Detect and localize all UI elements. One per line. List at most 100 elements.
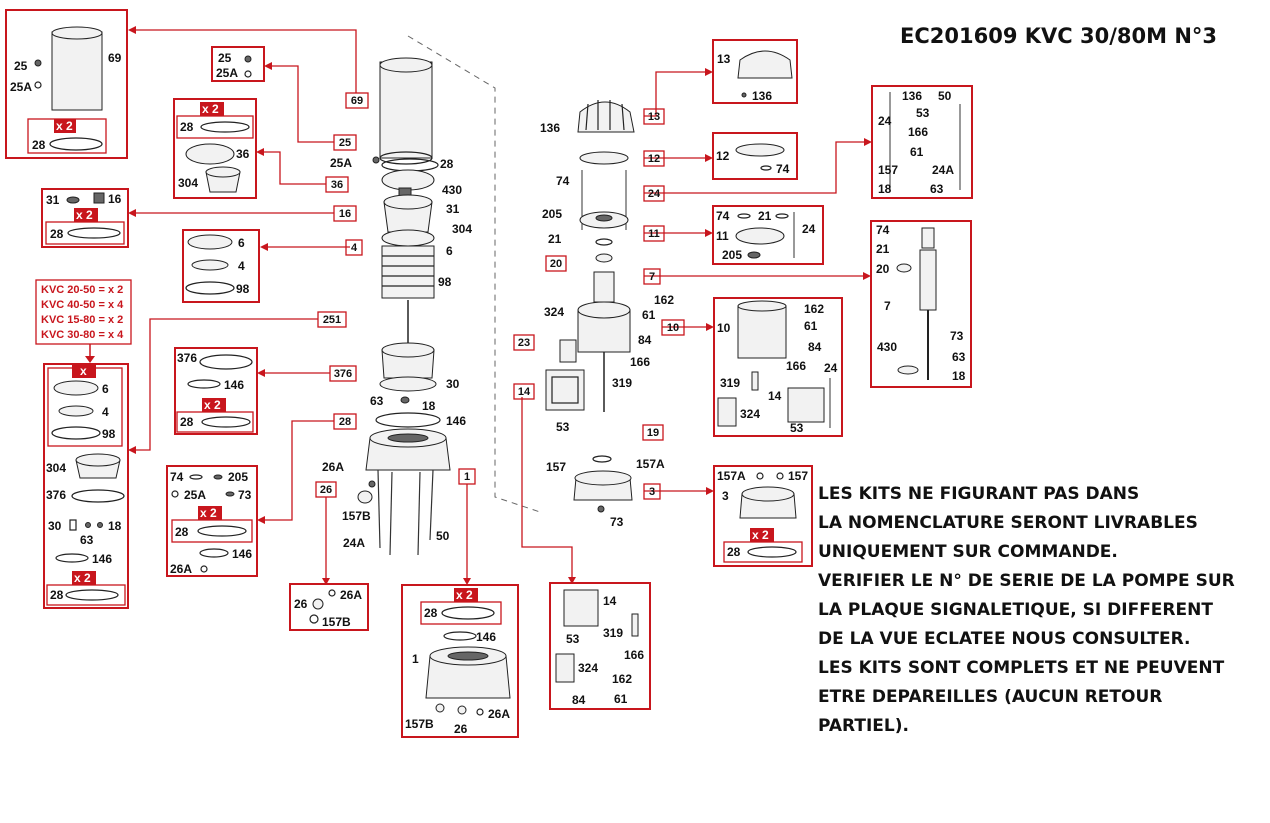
svg-text:157A: 157A: [717, 469, 746, 483]
svg-text:x 2: x 2: [56, 119, 73, 133]
svg-text:26: 26: [320, 484, 332, 496]
svg-text:30: 30: [446, 377, 460, 391]
svg-text:11: 11: [716, 229, 729, 243]
arrow-heads: [128, 26, 872, 585]
note-line: LES KITS SONT COMPLETS ET NE PEUVENT: [818, 658, 1225, 678]
svg-text:28: 28: [32, 138, 46, 152]
svg-text:31: 31: [446, 202, 460, 216]
svg-text:x 2: x 2: [752, 528, 769, 542]
svg-text:24: 24: [878, 114, 892, 128]
kit-box-4: 6 4 98: [182, 229, 260, 303]
svg-text:6: 6: [102, 382, 109, 396]
svg-text:26: 26: [454, 722, 468, 736]
svg-text:1: 1: [412, 652, 419, 666]
svg-text:73: 73: [950, 329, 964, 343]
svg-text:205: 205: [228, 470, 248, 484]
svg-text:23: 23: [518, 337, 530, 349]
kit-box-25: 25 25A: [211, 46, 265, 82]
svg-text:26A: 26A: [322, 460, 344, 474]
kit-box-26: 26 26A 157B: [289, 583, 369, 631]
svg-text:x 2: x 2: [200, 506, 217, 520]
svg-text:84: 84: [638, 333, 652, 347]
kit-box-14: 14 53 319 166 324 162 84 61: [549, 582, 651, 710]
svg-text:x 2: x 2: [456, 588, 473, 602]
svg-text:324: 324: [578, 661, 598, 675]
svg-text:4: 4: [351, 242, 358, 254]
svg-text:26A: 26A: [488, 707, 510, 721]
svg-text:25A: 25A: [330, 156, 352, 170]
svg-text:28: 28: [727, 545, 741, 559]
svg-text:x 2: x 2: [74, 571, 91, 585]
svg-text:98: 98: [236, 282, 250, 296]
svg-text:18: 18: [108, 519, 122, 533]
svg-text:10: 10: [667, 322, 679, 334]
svg-text:28: 28: [440, 157, 454, 171]
svg-text:28: 28: [424, 606, 438, 620]
svg-text:24A: 24A: [343, 536, 365, 550]
svg-text:7: 7: [884, 299, 891, 313]
svg-text:61: 61: [642, 308, 656, 322]
svg-text:430: 430: [877, 340, 897, 354]
svg-text:26A: 26A: [170, 562, 192, 576]
note-line: UNIQUEMENT SUR COMMANDE.: [818, 542, 1118, 562]
svg-text:26: 26: [294, 597, 308, 611]
kvc-multiplier-box: KVC 20-50 = x 2 KVC 40-50 = x 4 KVC 15-8…: [35, 279, 132, 363]
svg-text:146: 146: [224, 378, 244, 392]
svg-text:69: 69: [108, 51, 122, 65]
svg-text:324: 324: [544, 305, 564, 319]
svg-text:6: 6: [446, 244, 453, 258]
svg-text:63: 63: [952, 350, 966, 364]
svg-text:25A: 25A: [184, 488, 206, 502]
svg-text:74: 74: [556, 174, 570, 188]
svg-text:25: 25: [218, 51, 232, 65]
callout-tags: 69 25 36 16 4 251 376 28 26 1 13 12 24 1…: [315, 92, 685, 500]
kit-box-13: 13 136: [712, 39, 798, 104]
kit-box-12: 12 74: [712, 132, 798, 180]
svg-text:146: 146: [476, 630, 496, 644]
svg-text:4: 4: [238, 259, 245, 273]
note-line: LA PLAQUE SIGNALETIQUE, SI DIFFERENT: [818, 600, 1213, 620]
svg-text:162: 162: [654, 293, 674, 307]
svg-text:11: 11: [648, 228, 660, 240]
svg-text:324: 324: [740, 407, 760, 421]
note-line: ETRE DEPAREILLES (AUCUN RETOUR: [818, 687, 1163, 707]
svg-text:28: 28: [50, 227, 64, 241]
leader-lines: [130, 29, 870, 582]
svg-text:6: 6: [238, 236, 245, 250]
svg-text:13: 13: [717, 52, 731, 66]
svg-text:19: 19: [647, 427, 659, 439]
kit-box-1: x 2 28 146 1 26A 157B 26: [401, 584, 519, 738]
svg-text:50: 50: [436, 529, 450, 543]
svg-text:28: 28: [339, 416, 351, 428]
kit-box-3: 157A 157 3 x 2 28: [713, 465, 813, 567]
kit-box-376: 376 146 x 2 28: [174, 347, 258, 435]
svg-text:136: 136: [902, 89, 922, 103]
kit-box-7: 74 21 20 7 73 430 63 18: [870, 220, 972, 388]
svg-text:430: 430: [442, 183, 462, 197]
note-line: PARTIEL).: [818, 716, 909, 736]
kit-box-69: x 2 69 25 25A 28: [5, 9, 128, 159]
kit-box-11: 74 21 24 11 205: [712, 205, 824, 265]
svg-text:162: 162: [612, 672, 632, 686]
svg-text:74: 74: [716, 209, 730, 223]
svg-text:205: 205: [722, 248, 742, 262]
svg-text:18: 18: [878, 182, 892, 196]
kit-box-16: 31 16 x 2 28: [41, 188, 129, 248]
svg-text:157B: 157B: [405, 717, 434, 731]
kit-box-251: x 6 4 98 304 376 30 63 18 146 x 2 28: [43, 363, 129, 609]
svg-text:157: 157: [878, 163, 898, 177]
svg-text:21: 21: [758, 209, 772, 223]
svg-text:98: 98: [438, 275, 452, 289]
svg-text:12: 12: [648, 153, 660, 165]
svg-text:25A: 25A: [216, 66, 238, 80]
svg-text:157: 157: [546, 460, 566, 474]
svg-text:20: 20: [876, 262, 890, 276]
svg-text:63: 63: [80, 533, 94, 547]
svg-text:KVC 40-50 = x 4: KVC 40-50 = x 4: [41, 299, 124, 311]
svg-text:69: 69: [351, 95, 363, 107]
svg-text:28: 28: [180, 120, 194, 134]
svg-text:3: 3: [649, 486, 655, 498]
svg-text:26A: 26A: [340, 588, 362, 602]
svg-text:7: 7: [649, 271, 655, 283]
